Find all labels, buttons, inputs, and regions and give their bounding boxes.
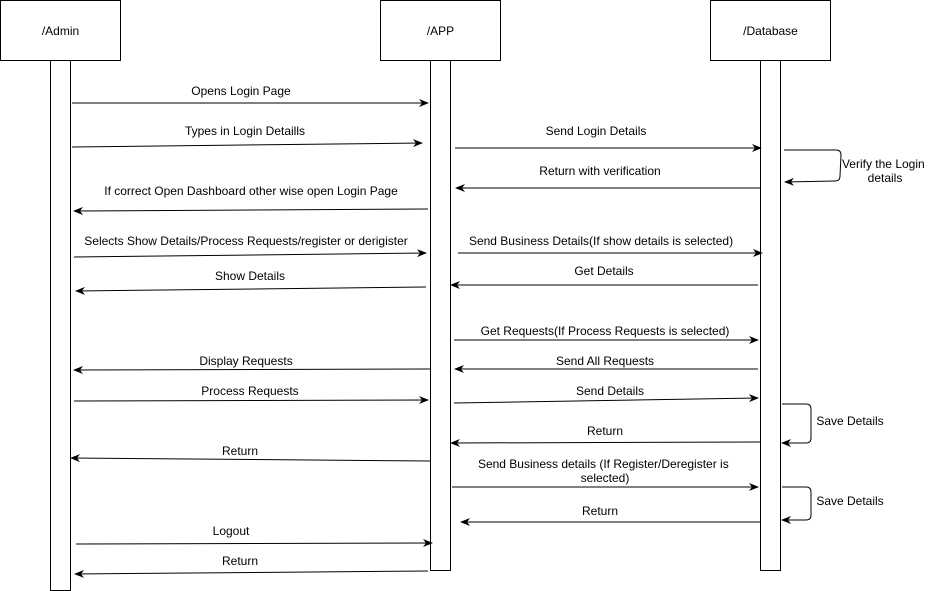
message-arrow bbox=[75, 539, 433, 548]
message-label: Get Requests(If Process Requests is sele… bbox=[481, 324, 730, 338]
message-label: Send All Requests bbox=[556, 354, 654, 368]
message-2: Send Login Details bbox=[455, 124, 762, 152]
message-label: If correct Open Dashboard other wise ope… bbox=[104, 184, 398, 198]
message-label: Send Login Details bbox=[546, 124, 647, 138]
message-arrow bbox=[71, 139, 423, 148]
self-message-label-line: Verify the Login bbox=[842, 157, 925, 171]
message-arrow bbox=[70, 454, 431, 463]
self-message-2: Save Details bbox=[781, 486, 884, 524]
self-message-1: Save Details bbox=[781, 403, 884, 447]
message-label: Send Business details (If Register/Dereg… bbox=[478, 457, 732, 485]
message-label: Get Details bbox=[574, 264, 633, 278]
message-8: Get Details bbox=[450, 264, 758, 289]
message-arrow bbox=[73, 365, 431, 374]
message-5: Selects Show Details/Process Requests/re… bbox=[73, 234, 427, 258]
self-message-arrow bbox=[781, 403, 812, 447]
message-arrow bbox=[73, 249, 427, 258]
participant-admin-label: /Admin bbox=[42, 24, 79, 38]
message-11: Send All Requests bbox=[454, 354, 758, 373]
self-message-label: Verify the Login details bbox=[842, 157, 928, 185]
self-message-label: Save Details bbox=[816, 414, 883, 428]
message-arrow bbox=[75, 286, 427, 295]
message-13: Send Details bbox=[453, 384, 759, 404]
participant-app-label: /APP bbox=[427, 24, 454, 38]
self-message-arrow bbox=[781, 486, 812, 524]
lifeline-app bbox=[430, 60, 451, 571]
message-arrow bbox=[73, 396, 429, 405]
message-16: Send Business details (If Register/Dereg… bbox=[452, 457, 759, 491]
participant-database: /Database bbox=[710, 0, 831, 571]
message-7: Show Details bbox=[75, 269, 427, 295]
participant-app-box bbox=[380, 0, 501, 61]
participant-admin-box bbox=[0, 0, 121, 61]
self-message-label-line: details bbox=[868, 171, 903, 185]
message-label: Opens Login Page bbox=[191, 84, 291, 98]
message-19: Return bbox=[74, 554, 429, 578]
self-message-label: Save Details bbox=[816, 494, 883, 508]
message-1: Types in Login Detaills bbox=[71, 124, 423, 148]
message-6: Send Business Details(If show details is… bbox=[458, 234, 763, 257]
message-label: Selects Show Details/Process Requests/re… bbox=[84, 234, 407, 248]
message-15: Return bbox=[70, 444, 431, 463]
message-arrow bbox=[73, 206, 429, 215]
self-message-arrow bbox=[784, 149, 842, 186]
message-18: Logout bbox=[75, 524, 433, 548]
message-arrow bbox=[450, 438, 761, 447]
message-label-line: Send Business details (If Register/Dereg… bbox=[478, 457, 729, 471]
message-label: Return bbox=[222, 554, 258, 568]
message-arrow bbox=[453, 394, 759, 404]
message-label-line: selected) bbox=[581, 471, 630, 485]
message-label: Display Requests bbox=[199, 354, 292, 368]
participant-admin: /Admin bbox=[0, 0, 121, 591]
message-label: Return bbox=[582, 504, 618, 518]
message-4: If correct Open Dashboard other wise ope… bbox=[73, 184, 429, 215]
message-label: Return with verification bbox=[539, 164, 660, 178]
message-0: Opens Login Page bbox=[72, 84, 429, 107]
message-label: Process Requests bbox=[201, 384, 298, 398]
message-14: Return bbox=[450, 424, 761, 447]
message-17: Return bbox=[460, 504, 760, 526]
message-9: Get Requests(If Process Requests is sele… bbox=[454, 324, 759, 344]
self-message-0: Verify the Login details bbox=[784, 149, 928, 186]
message-12: Process Requests bbox=[73, 384, 429, 405]
message-label: Show Details bbox=[215, 269, 285, 283]
message-label: Send Details bbox=[576, 384, 644, 398]
message-label: Send Business Details(If show details is… bbox=[469, 234, 733, 248]
participant-database-label: /Database bbox=[743, 24, 798, 38]
message-10: Display Requests bbox=[73, 354, 431, 374]
message-arrow bbox=[74, 569, 429, 578]
message-3: Return with verification bbox=[455, 164, 761, 192]
lifeline-database bbox=[760, 60, 781, 571]
message-label: Types in Login Detaills bbox=[185, 124, 305, 138]
message-label: Logout bbox=[213, 524, 250, 538]
lifeline-admin bbox=[50, 60, 71, 591]
participant-app: /APP bbox=[380, 0, 501, 571]
message-label: Return bbox=[222, 444, 258, 458]
message-label: Return bbox=[587, 424, 623, 438]
